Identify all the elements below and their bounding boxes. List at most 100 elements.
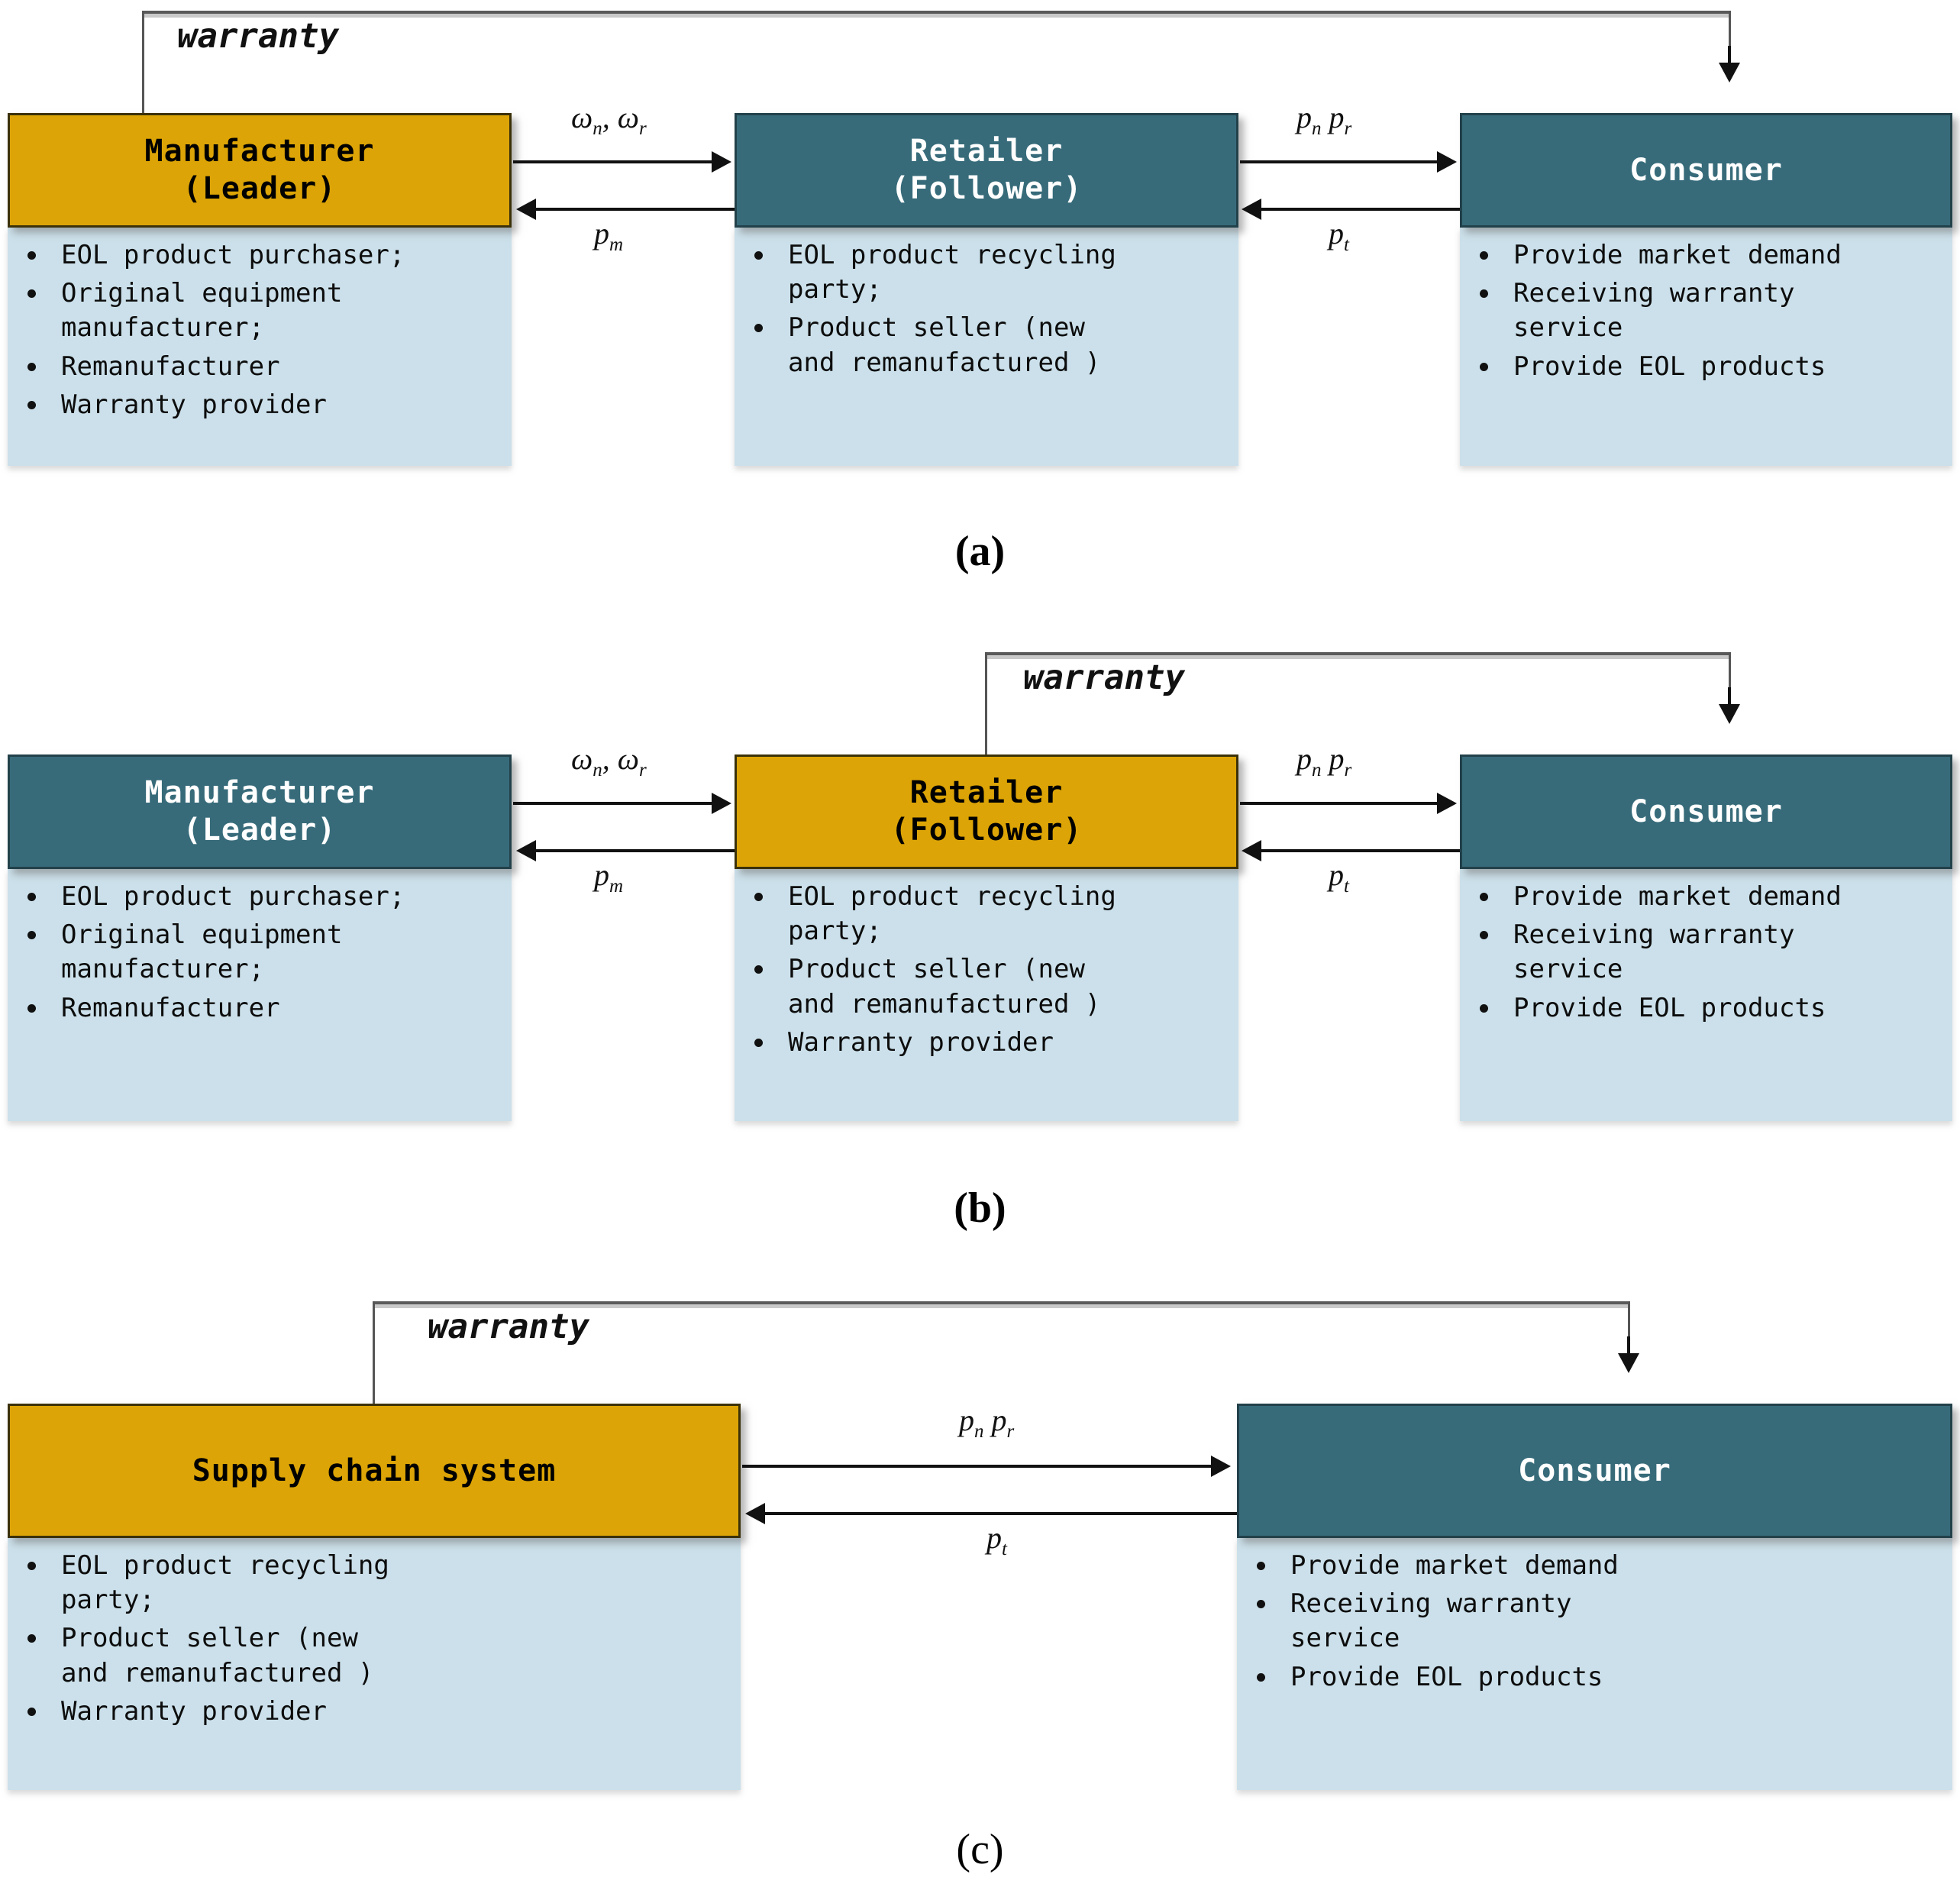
edge-label-prices-c: pn pr [959, 1403, 1015, 1442]
edge-c-to-sc-c [764, 1512, 1237, 1515]
node-header-consumer-b[interactable]: Consumer [1460, 755, 1952, 869]
node-manufacturer-b: Manufacturer (Leader) EOL product purcha… [8, 755, 512, 1121]
edge-m-to-r-arrowhead-b [712, 793, 731, 814]
edge-label-pt-a: pt [1329, 216, 1349, 255]
edge-c-to-r-arrowhead-b [1242, 840, 1261, 861]
list-item: Provide market demand [1248, 1549, 1939, 1583]
edge-label-pm-b: pm [594, 858, 624, 897]
bullet-list-supply-chain-system-c: EOL product recycling party; Product sel… [18, 1549, 727, 1729]
node-supply-chain-system-c: Supply chain system EOL product recyclin… [8, 1404, 741, 1790]
warranty-arrowhead-c [1618, 1353, 1639, 1373]
node-body-consumer-c: Provide market demand Receiving warranty… [1237, 1538, 1952, 1790]
warranty-label-b: warranty [1023, 658, 1185, 697]
node-body-consumer-a: Provide market demand Receiving warranty… [1460, 228, 1952, 466]
warranty-leg-left-c [373, 1301, 375, 1405]
edge-sc-to-c-arrowhead-c [1211, 1456, 1231, 1477]
edge-r-to-c-arrowhead-a [1437, 151, 1457, 173]
warranty-down-c [1627, 1336, 1630, 1358]
node-header-manufacturer-b[interactable]: Manufacturer (Leader) [8, 755, 512, 869]
edge-label-prices-a: pn pr [1296, 100, 1352, 139]
edge-r-to-m-arrowhead-b [516, 840, 536, 861]
list-item: Warranty provider [18, 1695, 727, 1729]
warranty-rail-a [142, 11, 1730, 18]
list-item: Warranty provider [745, 1026, 1225, 1060]
list-item: Provide market demand [1471, 880, 1939, 914]
edge-c-to-sc-arrowhead-c [745, 1503, 765, 1524]
node-body-retailer-b: EOL product recycling party; Product sel… [735, 869, 1238, 1121]
warranty-leg-right-c [1628, 1301, 1630, 1344]
node-header-consumer-a[interactable]: Consumer [1460, 113, 1952, 228]
panel-caption-b: (b) [954, 1184, 1006, 1232]
bullet-list-consumer-c: Provide market demand Receiving warranty… [1248, 1549, 1939, 1695]
list-item: EOL product recycling party; [745, 238, 1225, 307]
edge-r-to-c-a [1240, 160, 1440, 163]
edge-label-wholesale-a: ωn, ωr [571, 100, 647, 139]
warranty-down-b [1728, 687, 1731, 709]
warranty-leg-right-a [1729, 11, 1731, 53]
edge-r-to-c-arrowhead-b [1437, 793, 1457, 814]
node-header-retailer-b[interactable]: Retailer (Follower) [735, 755, 1238, 869]
node-header-manufacturer-a[interactable]: Manufacturer (Leader) [8, 113, 512, 228]
list-item: Remanufacturer [18, 991, 498, 1026]
warranty-arrowhead-b [1719, 704, 1740, 724]
edge-sc-to-c-c [742, 1465, 1214, 1468]
warranty-arrowhead-a [1719, 63, 1740, 82]
bullet-list-retailer-b: EOL product recycling party; Product sel… [745, 880, 1225, 1060]
bullet-list-manufacturer-a: EOL product purchaser; Original equipmen… [18, 238, 498, 422]
warranty-down-a [1728, 46, 1731, 67]
edge-c-to-r-b [1260, 849, 1460, 852]
list-item: Provide EOL products [1471, 991, 1939, 1026]
node-body-manufacturer-a: EOL product purchaser; Original equipmen… [8, 228, 512, 466]
node-body-retailer-a: EOL product recycling party; Product sel… [735, 228, 1238, 466]
list-item: EOL product recycling party; [18, 1549, 727, 1617]
node-header-supply-chain-system-c[interactable]: Supply chain system [8, 1404, 741, 1538]
edge-m-to-r-b [513, 802, 715, 805]
edge-r-to-m-arrowhead-a [516, 199, 536, 220]
list-item: EOL product purchaser; [18, 238, 498, 273]
warranty-label-a: warranty [177, 17, 339, 56]
list-item: Provide EOL products [1248, 1660, 1939, 1695]
panel-b: warranty Manufacturer (Leader) EOL produ… [0, 641, 1960, 1268]
edge-r-to-m-a [534, 208, 735, 211]
list-item: Product seller (new and remanufactured ) [18, 1621, 727, 1690]
panel-caption-c: (c) [956, 1826, 1004, 1873]
node-body-manufacturer-b: EOL product purchaser; Original equipmen… [8, 869, 512, 1121]
node-retailer-b: Retailer (Follower) EOL product recyclin… [735, 755, 1238, 1121]
edge-m-to-r-a [513, 160, 715, 163]
node-consumer-b: Consumer Provide market demand Receiving… [1460, 755, 1952, 1121]
edge-label-pt-c: pt [986, 1520, 1007, 1559]
list-item: Warranty provider [18, 388, 498, 422]
list-item: Receiving warranty service [1471, 918, 1939, 987]
panel-c: warranty Supply chain system EOL product… [0, 1291, 1960, 1900]
bullet-list-retailer-a: EOL product recycling party; Product sel… [745, 238, 1225, 380]
node-retailer-a: Retailer (Follower) EOL product recyclin… [735, 113, 1238, 466]
warranty-leg-left-b [985, 652, 987, 756]
list-item: Original equipment manufacturer; [18, 276, 498, 345]
edge-label-pt-b: pt [1329, 858, 1349, 897]
list-item: Receiving warranty service [1471, 276, 1939, 345]
list-item: Product seller (new and remanufactured ) [745, 311, 1225, 380]
warranty-label-c: warranty [428, 1307, 589, 1346]
warranty-leg-right-b [1729, 652, 1731, 695]
warranty-leg-left-a [142, 11, 144, 115]
panel-caption-a: (a) [954, 528, 1006, 575]
bullet-list-consumer-b: Provide market demand Receiving warranty… [1471, 880, 1939, 1026]
node-body-consumer-b: Provide market demand Receiving warranty… [1460, 869, 1952, 1121]
edge-label-wholesale-b: ωn, ωr [571, 742, 647, 780]
list-item: EOL product recycling party; [745, 880, 1225, 948]
edge-c-to-r-arrowhead-a [1242, 199, 1261, 220]
node-consumer-c: Consumer Provide market demand Receiving… [1237, 1404, 1952, 1790]
bullet-list-consumer-a: Provide market demand Receiving warranty… [1471, 238, 1939, 384]
node-body-supply-chain-system-c: EOL product recycling party; Product sel… [8, 1538, 741, 1790]
list-item: Product seller (new and remanufactured ) [745, 952, 1225, 1021]
edge-r-to-c-b [1240, 802, 1440, 805]
list-item: Remanufacturer [18, 350, 498, 384]
edge-r-to-m-b [534, 849, 735, 852]
node-header-retailer-a[interactable]: Retailer (Follower) [735, 113, 1238, 228]
node-header-consumer-c[interactable]: Consumer [1237, 1404, 1952, 1538]
node-manufacturer-a: Manufacturer (Leader) EOL product purcha… [8, 113, 512, 466]
edge-label-pm-a: pm [594, 216, 624, 255]
panel-a: warranty Manufacturer (Leader) EOL produ… [0, 0, 1960, 611]
warranty-rail-c [373, 1301, 1629, 1308]
list-item: Provide EOL products [1471, 350, 1939, 384]
